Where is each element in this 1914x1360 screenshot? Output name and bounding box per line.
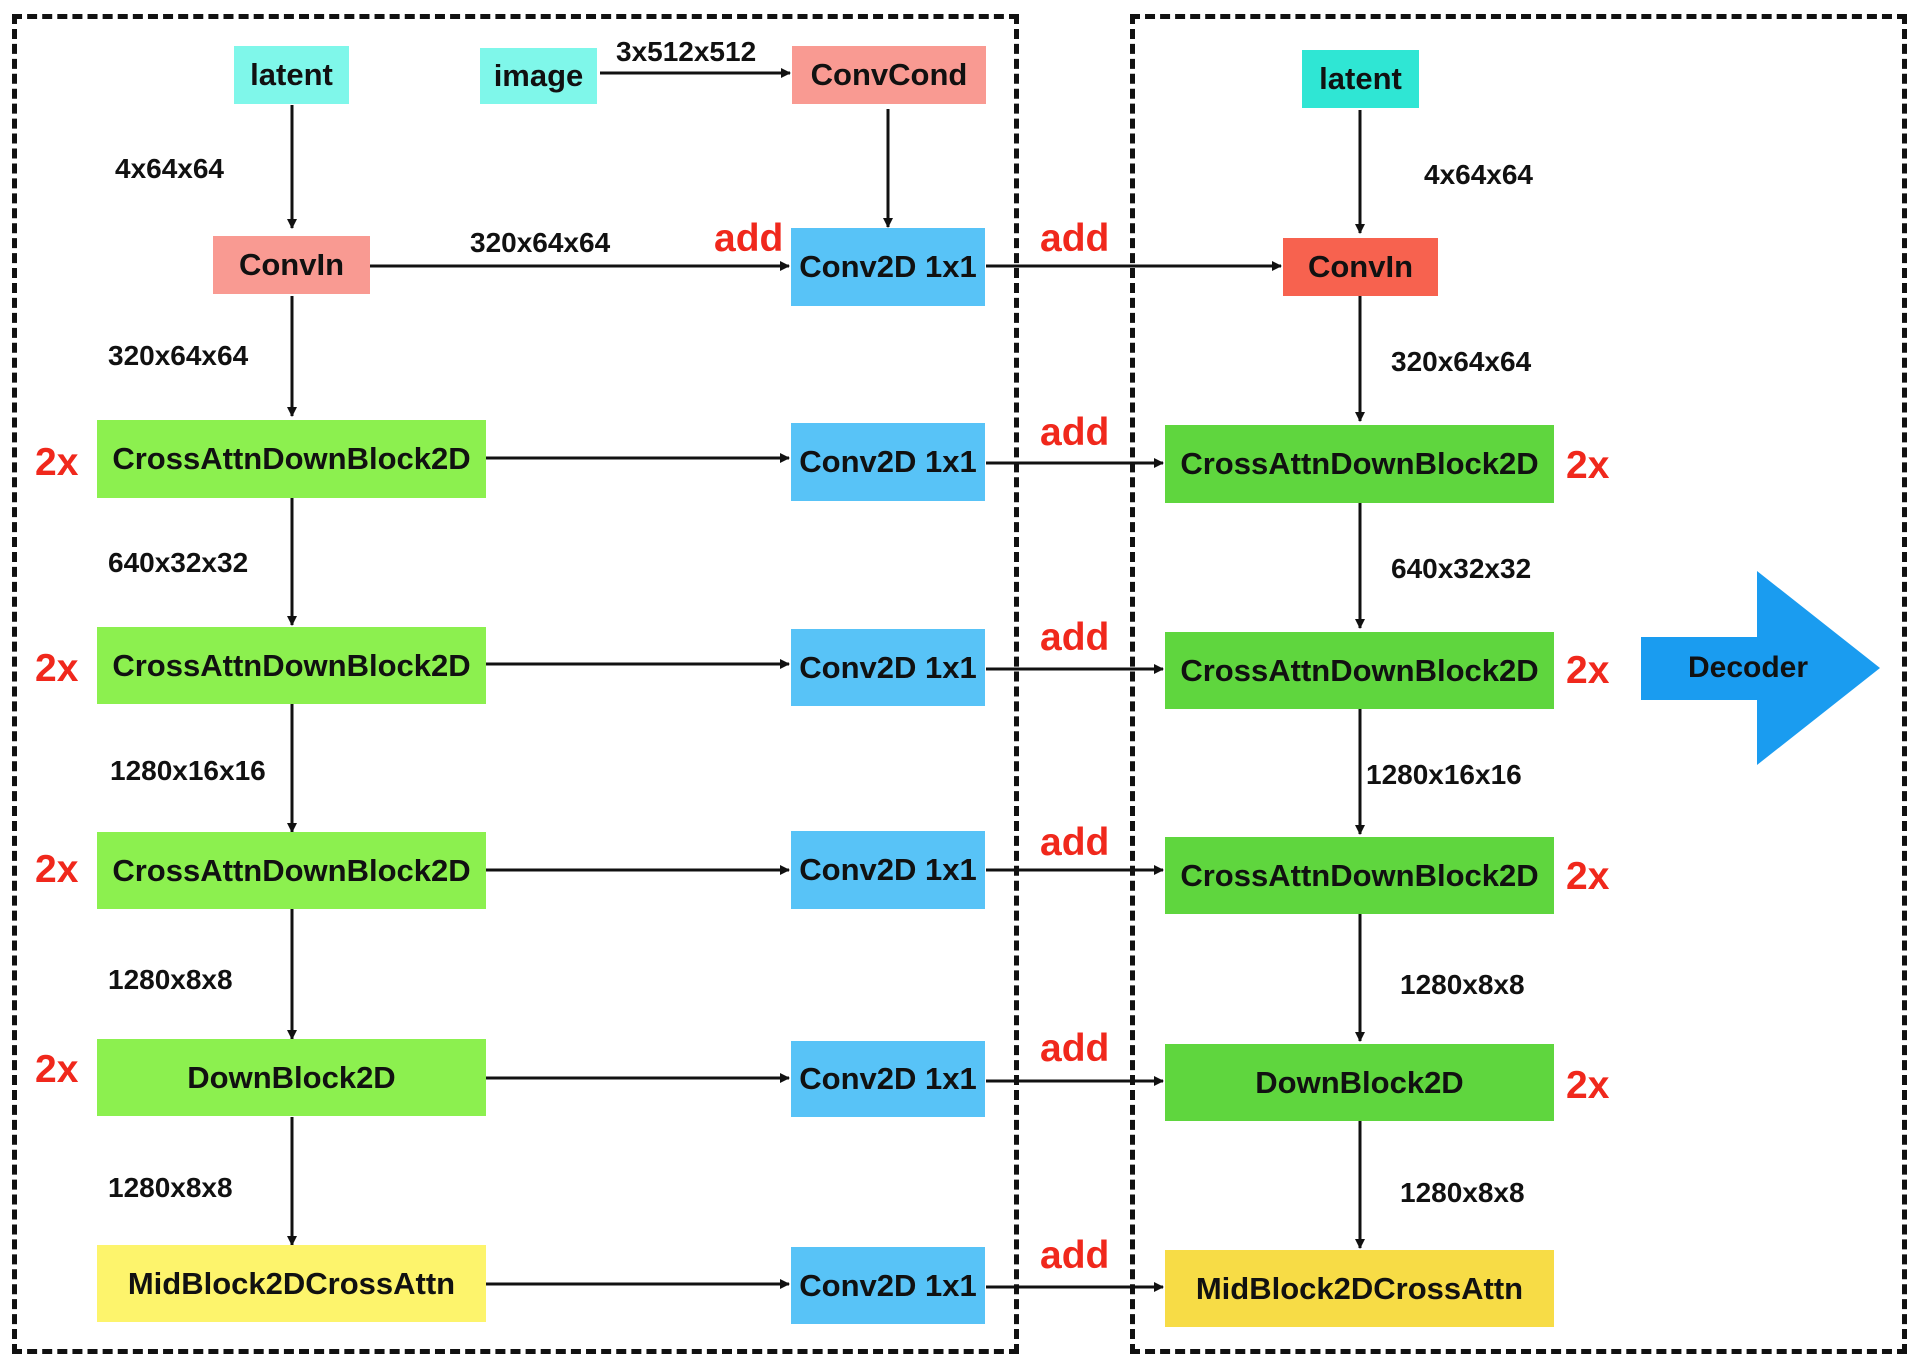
latent-label: latent bbox=[250, 57, 333, 92]
block-label: CrossAttnDownBlock2D bbox=[1180, 652, 1539, 688]
convin-box: ConvIn bbox=[213, 236, 370, 294]
mid-block-crossattn-right: MidBlock2DCrossAttn bbox=[1165, 1250, 1554, 1327]
stage-shape-label: 320x64x64 bbox=[1391, 346, 1532, 377]
add-label: add bbox=[1040, 411, 1110, 454]
stage-shape-label: 1280x8x8 bbox=[1400, 1177, 1525, 1208]
zero-conv-label: Conv2D 1x1 bbox=[799, 444, 977, 479]
convin-shape-label: 320x64x64 bbox=[470, 227, 611, 258]
block-label: CrossAttnDownBlock2D bbox=[112, 441, 471, 476]
repeat-label: 2x bbox=[35, 848, 79, 891]
add-label: add bbox=[1040, 1027, 1110, 1070]
repeat-label: 2x bbox=[35, 647, 79, 690]
stage-shape-label: 1280x8x8 bbox=[1400, 969, 1525, 1000]
zero-conv-3: Conv2D 1x1 bbox=[791, 831, 985, 909]
crossattn-down-block-3: CrossAttnDownBlock2D bbox=[97, 832, 486, 909]
zero-conv-top-label: Conv2D 1x1 bbox=[799, 249, 977, 284]
zero-conv-label: Conv2D 1x1 bbox=[799, 1061, 977, 1096]
zero-conv-label: Conv2D 1x1 bbox=[799, 649, 977, 685]
latent-input-box: latent bbox=[234, 46, 349, 104]
repeat-label: 2x bbox=[1566, 649, 1610, 692]
zero-conv-top: Conv2D 1x1 bbox=[791, 228, 985, 306]
convcond-box: ConvCond bbox=[792, 46, 986, 104]
block-label: MidBlock2DCrossAttn bbox=[1195, 1270, 1524, 1306]
zero-conv-4: Conv2D 1x1 bbox=[791, 1041, 985, 1117]
block-label: DownBlock2D bbox=[1255, 1064, 1464, 1100]
unet-encoder-frame bbox=[1130, 14, 1907, 1354]
image-label: image bbox=[493, 58, 584, 93]
add-label: add bbox=[1040, 1234, 1110, 1277]
latent-shape-label-right: 4x64x64 bbox=[1424, 159, 1534, 190]
zero-conv-mid: Conv2D 1x1 bbox=[791, 1247, 985, 1324]
convcond-label: ConvCond bbox=[810, 57, 968, 92]
add-label: add bbox=[1040, 616, 1110, 659]
stage-shape-label: 1280x8x8 bbox=[108, 1172, 233, 1203]
decoder-label: Decoder bbox=[1687, 651, 1809, 684]
arrow-group bbox=[287, 68, 1365, 1292]
stage-shape-label: 320x64x64 bbox=[108, 340, 249, 371]
zero-conv-1: Conv2D 1x1 bbox=[791, 423, 985, 501]
block-label: DownBlock2D bbox=[187, 1059, 396, 1095]
latent-input-box-right: latent bbox=[1302, 50, 1419, 108]
crossattn-down-block-1: CrossAttnDownBlock2D bbox=[97, 420, 486, 498]
block-label: CrossAttnDownBlock2D bbox=[1180, 446, 1539, 481]
crossattn-down-block-3-right: CrossAttnDownBlock2D bbox=[1165, 837, 1554, 914]
repeat-label: 2x bbox=[1566, 1064, 1610, 1107]
convin-label: ConvIn bbox=[238, 247, 345, 282]
block-label: CrossAttnDownBlock2D bbox=[112, 852, 471, 888]
block-label: MidBlock2DCrossAttn bbox=[127, 1265, 456, 1301]
stage-shape-label: 640x32x32 bbox=[1391, 553, 1532, 584]
latent-shape-label: 4x64x64 bbox=[115, 153, 225, 184]
stage-shape-label: 1280x16x16 bbox=[110, 755, 266, 786]
block-label: CrossAttnDownBlock2D bbox=[112, 647, 471, 683]
controlnet-frame bbox=[12, 14, 1019, 1354]
repeat-label: 2x bbox=[1566, 444, 1610, 487]
image-shape-label: 3x512x512 bbox=[616, 36, 757, 67]
down-block-2d: DownBlock2D bbox=[97, 1039, 486, 1116]
mid-block-crossattn: MidBlock2DCrossAttn bbox=[97, 1245, 486, 1322]
image-input-box: image bbox=[480, 48, 597, 104]
stage-shape-label: 1280x8x8 bbox=[108, 964, 233, 995]
block-label: CrossAttnDownBlock2D bbox=[1180, 857, 1539, 893]
add-label: add bbox=[1040, 821, 1110, 864]
decoder-arrow bbox=[1641, 571, 1880, 765]
crossattn-down-block-1-right: CrossAttnDownBlock2D bbox=[1165, 425, 1554, 503]
crossattn-down-block-2: CrossAttnDownBlock2D bbox=[97, 627, 486, 704]
latent-label: latent bbox=[1319, 61, 1402, 96]
convin-label: ConvIn bbox=[1307, 249, 1414, 284]
convin-box-right: ConvIn bbox=[1283, 238, 1438, 296]
zero-conv-label: Conv2D 1x1 bbox=[799, 1267, 977, 1303]
add-label-top-right: add bbox=[1040, 217, 1110, 260]
add-label-top-left: add bbox=[714, 217, 784, 260]
repeat-label: 2x bbox=[35, 1048, 79, 1091]
stage-shape-label: 1280x16x16 bbox=[1366, 759, 1522, 790]
crossattn-down-block-2-right: CrossAttnDownBlock2D bbox=[1165, 632, 1554, 709]
zero-conv-2: Conv2D 1x1 bbox=[791, 629, 985, 706]
repeat-label: 2x bbox=[1566, 855, 1610, 898]
down-block-2d-right: DownBlock2D bbox=[1165, 1044, 1554, 1121]
zero-conv-label: Conv2D 1x1 bbox=[799, 852, 977, 887]
stage-shape-label: 640x32x32 bbox=[108, 547, 249, 578]
repeat-label: 2x bbox=[35, 441, 79, 484]
